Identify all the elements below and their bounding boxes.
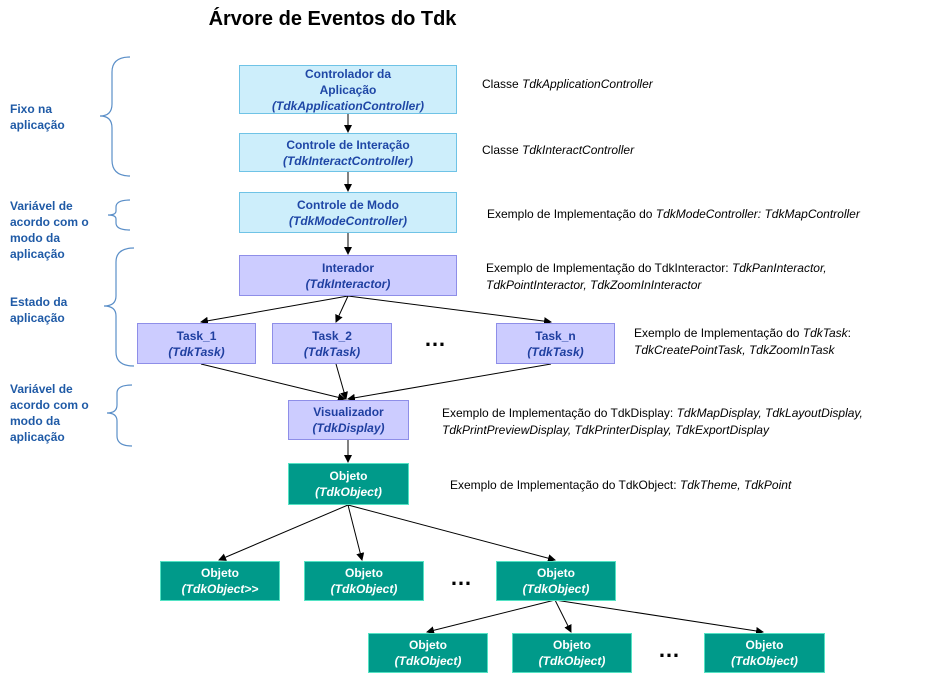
desc-app-controller: Classe TdkApplicationController	[482, 76, 653, 93]
node-object-root: Objeto (TdkObject)	[288, 463, 409, 505]
desc-interactor: Exemplo de Implementação do TdkInteracto…	[486, 260, 827, 294]
node-app-controller-name: Controlador da Aplicação	[305, 66, 391, 97]
desc-task: Exemplo de Implementação do TdkTask: Tdk…	[634, 325, 851, 359]
node-display: Visualizador (TdkDisplay)	[288, 400, 409, 440]
node-object-b-class: (TdkObject)	[330, 582, 398, 596]
desc-task-class: TdkTask	[802, 326, 848, 340]
node-interactor: Interador (TdkInteractor)	[239, 255, 457, 296]
desc-mode-controller-prefix: Exemplo de Implementação do	[487, 207, 656, 221]
desc-task-line2: TdkCreatePointTask, TdkZoomInTask	[634, 343, 835, 357]
node-task-2-name: Task_2	[312, 328, 352, 343]
desc-interact-controller-class: TdkInteractController	[522, 143, 635, 157]
label-state: Estado da aplicação	[10, 295, 68, 325]
edge-c-c3	[554, 599, 764, 635]
desc-display-prefix: Exemplo de Implementação do TdkDisplay:	[442, 406, 677, 420]
desc-app-controller-class: TdkApplicationController	[522, 77, 653, 91]
node-object-c-class: (TdkObject)	[522, 582, 590, 596]
edge-interactor-task2	[335, 295, 349, 323]
node-object-root-class: (TdkObject)	[315, 485, 382, 499]
node-object-a-name: Objeto	[201, 566, 239, 580]
desc-interact-controller-prefix: Classe	[482, 143, 523, 157]
edge-c-c2	[554, 599, 572, 633]
node-task-n-name: Task_n	[535, 328, 576, 343]
desc-object-prefix: Exemplo de Implementação do TdkObject:	[450, 478, 680, 492]
node-object-c2-class: (TdkObject)	[538, 654, 606, 668]
node-task-n: Task_n (TdkTask)	[496, 323, 615, 364]
edge-object-c	[347, 504, 556, 563]
node-object-c1: Objeto (TdkObject)	[368, 633, 488, 673]
brace-fixed	[99, 56, 131, 177]
node-object-c-name: Objeto	[537, 566, 575, 580]
edge-task1-display	[200, 363, 346, 402]
desc-mode-controller-class: TdkModeController: TdkMapController	[655, 207, 860, 221]
node-object-c1-class: (TdkObject)	[394, 654, 462, 668]
node-object-a: Objeto (TdkObject>>	[160, 561, 280, 601]
desc-interactor-line2: TdkPointInteractor, TdkZoomInInteractor	[486, 278, 702, 292]
desc-task-prefix: Exemplo de Implementação do	[634, 326, 803, 340]
ellipsis-subobjects: …	[658, 637, 682, 662]
edge-c-c1	[426, 599, 556, 635]
brace-variable2	[106, 384, 133, 447]
node-object-b: Objeto (TdkObject)	[304, 561, 424, 601]
label-variable-mode-1: Variável de acordo com o modo da aplicaç…	[10, 199, 89, 261]
brace-state	[103, 247, 135, 367]
node-task-n-class: (TdkTask)	[527, 344, 584, 359]
desc-object: Exemplo de Implementação do TdkObject: T…	[450, 477, 791, 494]
ellipsis-tasks: …	[424, 326, 448, 351]
node-interact-controller: Controle de Interação (TdkInteractContro…	[239, 133, 457, 172]
desc-interact-controller: Classe TdkInteractController	[482, 142, 634, 159]
node-object-root-name: Objeto	[329, 469, 368, 483]
desc-app-controller-prefix: Classe	[482, 77, 523, 91]
node-task-1-class: (TdkTask)	[168, 344, 225, 359]
desc-interactor-class: TdkPanInteractor,	[731, 261, 827, 275]
desc-interactor-prefix: Exemplo de Implementação do TdkInteracto…	[486, 261, 732, 275]
label-variable-mode-2: Variável de acordo com o modo da aplicaç…	[10, 382, 89, 444]
edge-taskn-display	[347, 363, 552, 402]
node-app-controller: Controlador da Aplicação (TdkApplication…	[239, 65, 457, 114]
node-task-1: Task_1 (TdkTask)	[137, 323, 256, 364]
edge-object-b	[347, 504, 365, 561]
brace-variable1	[107, 199, 131, 231]
edge-interactor-taskn	[347, 295, 552, 326]
node-object-c: Objeto (TdkObject)	[496, 561, 616, 601]
node-task-2: Task_2 (TdkTask)	[272, 323, 392, 364]
desc-mode-controller: Exemplo de Implementação do TdkModeContr…	[487, 206, 860, 223]
node-display-class: (TdkDisplay)	[312, 421, 385, 435]
node-object-a-class: (TdkObject>>	[181, 582, 259, 596]
node-mode-controller-name: Controle de Modo	[297, 197, 399, 212]
desc-display-class: TdkMapDisplay, TdkLayoutDisplay,	[676, 406, 863, 420]
desc-display-line2: TdkPrintPreviewDisplay, TdkPrinterDispla…	[442, 423, 769, 437]
edge-object-a	[218, 504, 349, 561]
node-interactor-name: Interador	[321, 260, 374, 275]
desc-task-suffix: :	[847, 326, 852, 340]
node-interactor-class: (TdkInteractor)	[305, 276, 391, 291]
page-title: Árvore de Eventos do Tdk	[208, 8, 457, 30]
node-object-c2: Objeto (TdkObject)	[512, 633, 632, 673]
node-object-c2-name: Objeto	[553, 638, 591, 652]
node-object-c3-class: (TdkObject)	[731, 654, 798, 668]
node-object-b-name: Objeto	[345, 566, 383, 580]
ellipsis-objects: …	[450, 565, 474, 590]
node-object-c1-name: Objeto	[409, 638, 447, 652]
node-app-controller-class: (TdkApplicationController)	[272, 98, 424, 113]
node-mode-controller: Controle de Modo (TdkModeController)	[239, 192, 457, 233]
desc-display: Exemplo de Implementação do TdkDisplay: …	[442, 405, 863, 439]
node-interact-controller-class: (TdkInteractController)	[282, 153, 413, 168]
node-object-c3-name: Objeto	[745, 638, 784, 652]
node-object-c3: Objeto (TdkObject)	[704, 633, 825, 673]
node-task-2-class: (TdkTask)	[303, 344, 361, 359]
node-interact-controller-name: Controle de Interação	[286, 137, 410, 152]
edge-task2-display	[335, 363, 348, 400]
node-task-1-name: Task_1	[176, 328, 217, 343]
edge-interactor-task1	[200, 295, 349, 325]
node-display-name: Visualizador	[313, 405, 384, 419]
label-fixed: Fixo na aplicação	[10, 102, 65, 132]
desc-object-class: TdkTheme, TdkPoint	[679, 478, 792, 492]
node-mode-controller-class: (TdkModeController)	[289, 213, 407, 228]
